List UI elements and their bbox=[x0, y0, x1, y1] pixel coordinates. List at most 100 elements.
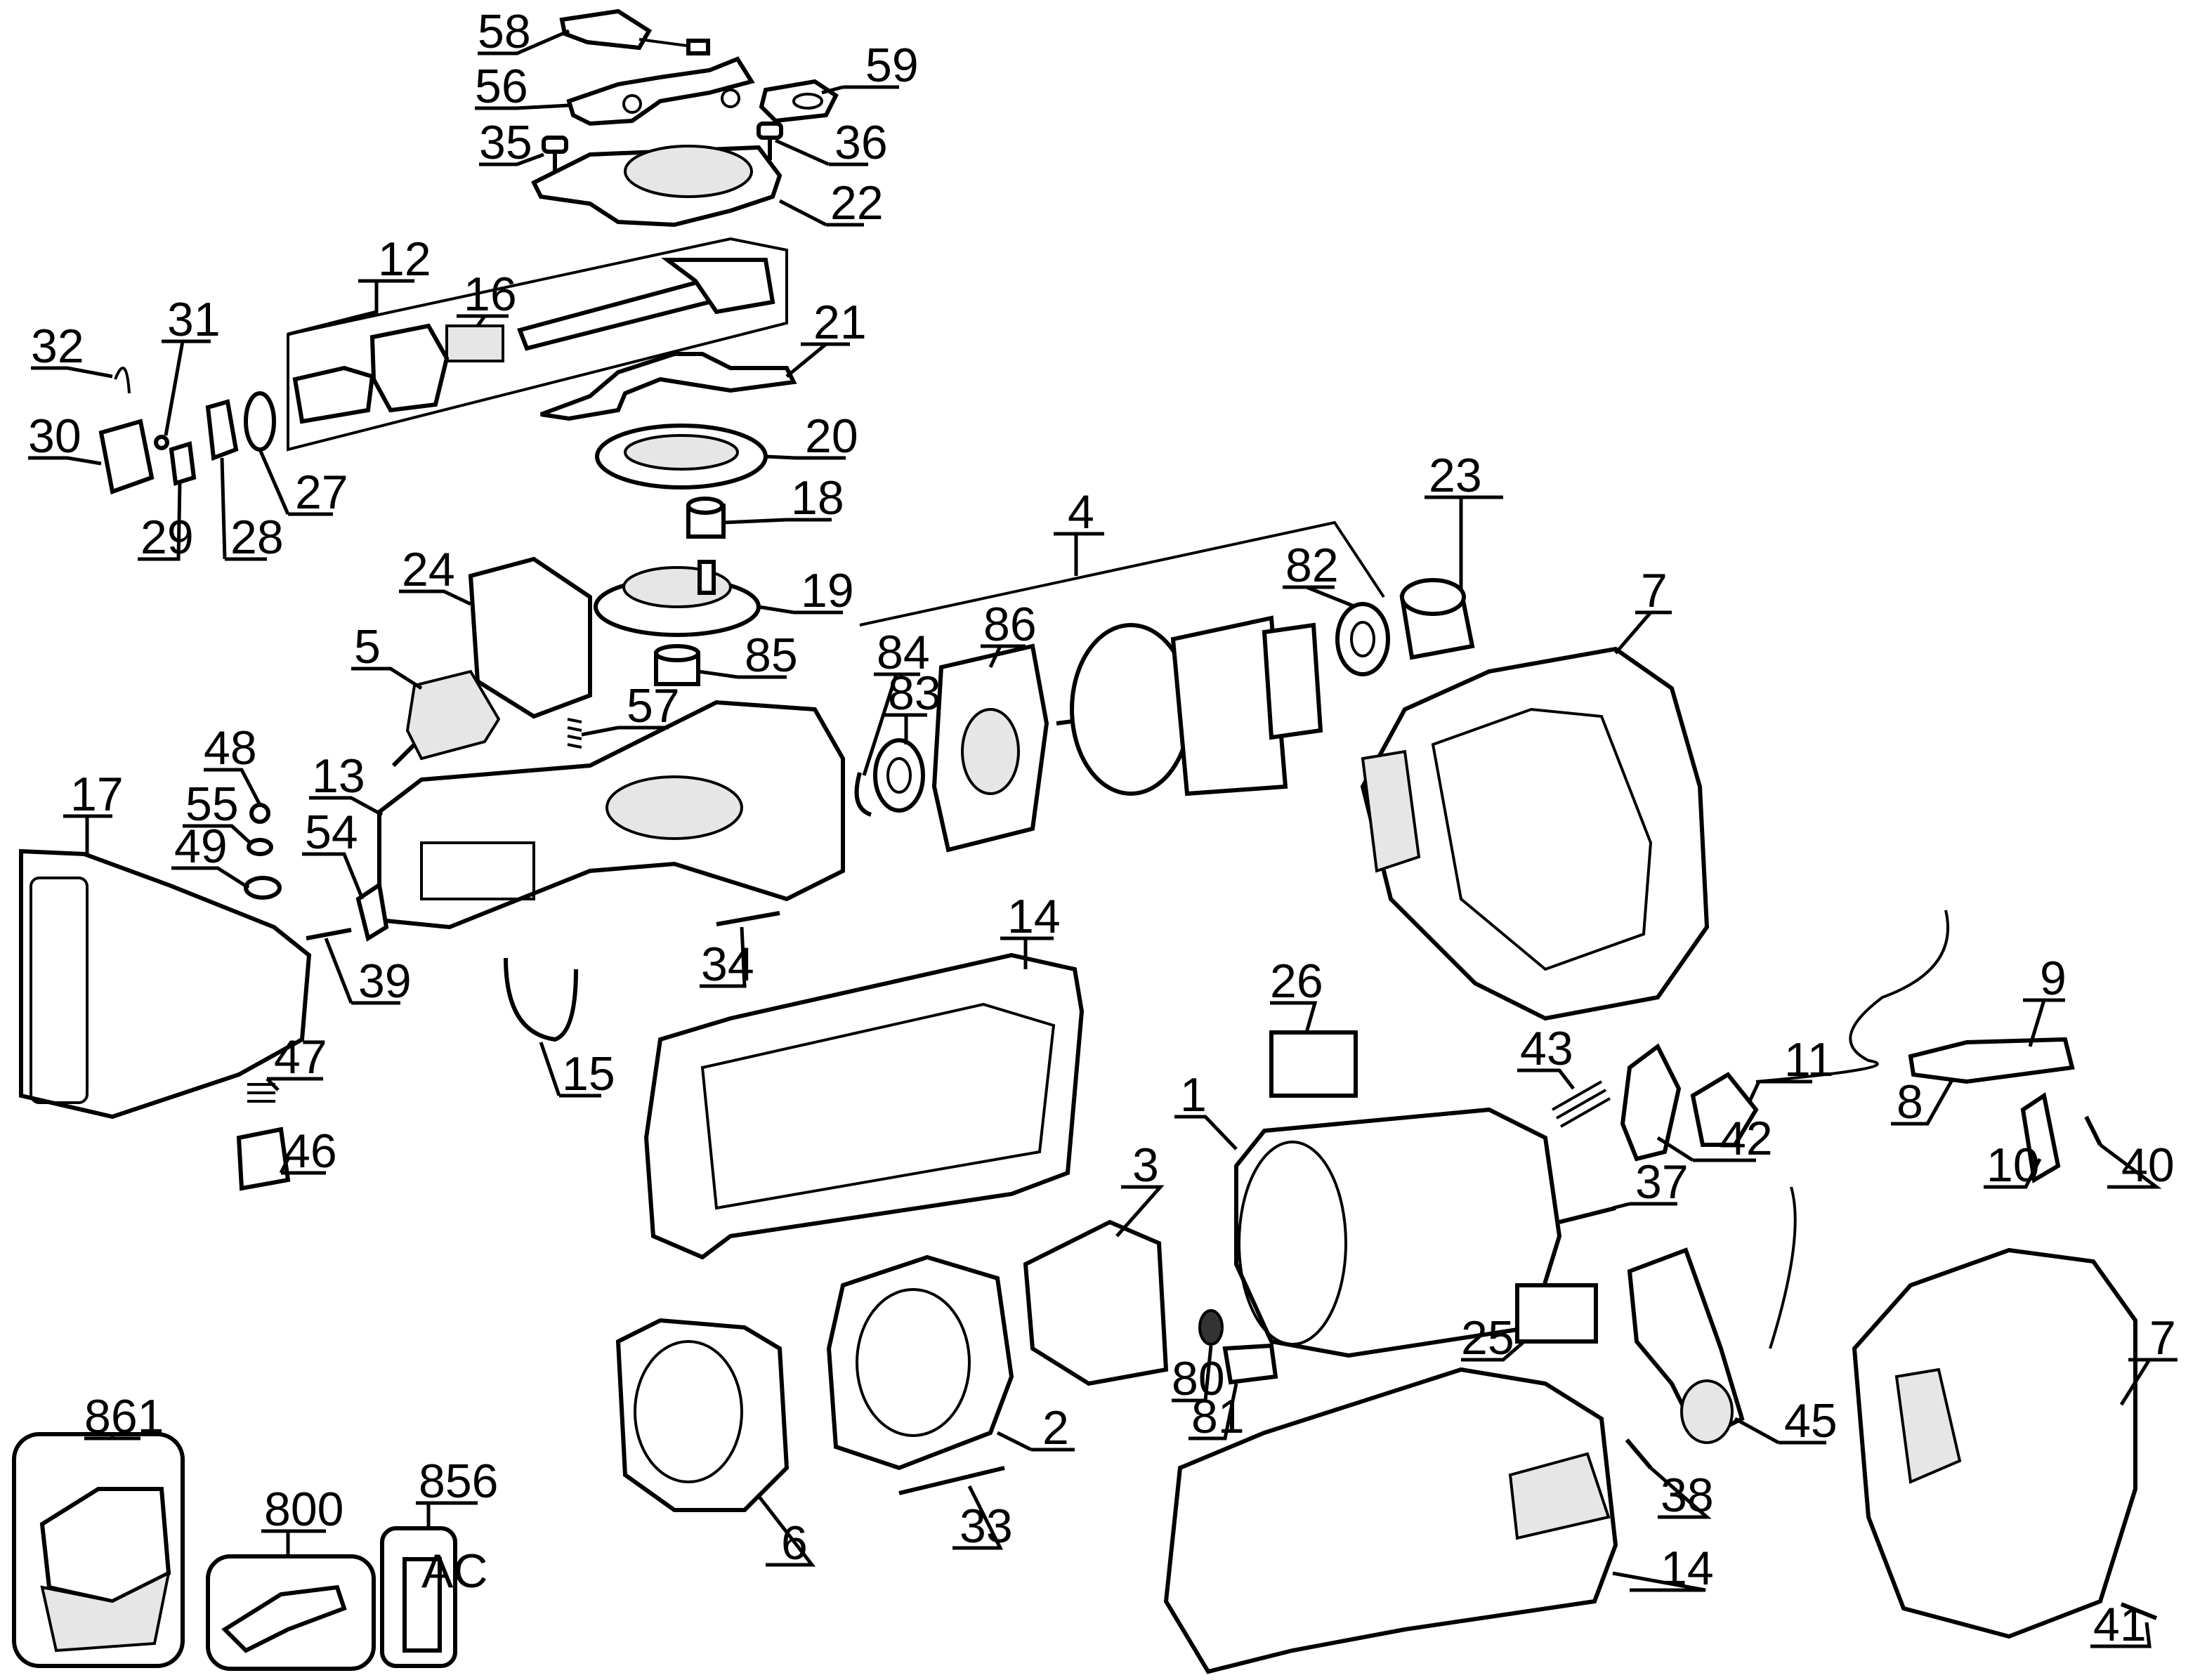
part-57-spring bbox=[567, 718, 582, 749]
callout-43: 43 bbox=[1520, 1022, 1573, 1075]
callout-29: 29 bbox=[140, 511, 194, 564]
callout-86: 86 bbox=[983, 598, 1037, 651]
part-17-housing bbox=[19, 848, 312, 1120]
callout-30: 30 bbox=[28, 409, 81, 463]
part-54-plate bbox=[355, 881, 389, 942]
part-10-clamp bbox=[2020, 1092, 2061, 1183]
callout-33: 33 bbox=[960, 1499, 1013, 1553]
part-23-bushing bbox=[1399, 578, 1475, 660]
part-6-baffle bbox=[615, 1318, 790, 1512]
callout-54: 54 bbox=[305, 806, 358, 859]
callout-81: 81 bbox=[1191, 1390, 1245, 1443]
part-32-pin bbox=[114, 367, 131, 394]
callout-84: 84 bbox=[877, 626, 930, 679]
callout-46: 46 bbox=[284, 1124, 337, 1178]
callout-1: 1 bbox=[1180, 1068, 1207, 1122]
part-82-bearing bbox=[1335, 602, 1390, 676]
part-55-washer bbox=[247, 838, 273, 856]
part-9-cord bbox=[1755, 910, 1950, 1083]
part-8-protector bbox=[1908, 1037, 2075, 1084]
part-12-rod bbox=[517, 258, 775, 351]
callout-14-upper: 14 bbox=[1007, 890, 1061, 943]
callout-39: 39 bbox=[358, 954, 412, 1008]
group-4-bracket bbox=[859, 520, 1385, 626]
callout-10: 10 bbox=[1986, 1138, 2040, 1192]
callout-15: 15 bbox=[562, 1047, 615, 1101]
callout-58: 58 bbox=[478, 5, 531, 58]
part-49-washer bbox=[244, 876, 282, 900]
part-11-switch bbox=[1690, 1072, 1759, 1147]
callout-80: 80 bbox=[1172, 1352, 1225, 1405]
callout-7-front: 7 bbox=[2149, 1311, 2176, 1365]
part-47-spring bbox=[247, 1083, 275, 1103]
part-25-label bbox=[1515, 1283, 1598, 1344]
part-59-clip bbox=[759, 79, 839, 124]
part-40-screw bbox=[2084, 1115, 2102, 1146]
callout-85: 85 bbox=[745, 629, 798, 682]
part-14-housing-front bbox=[1163, 1367, 1618, 1674]
part-22-plate bbox=[530, 145, 782, 228]
callout-36: 36 bbox=[834, 116, 888, 169]
part-3-brushholder bbox=[1023, 1219, 1169, 1386]
callout-47: 47 bbox=[274, 1030, 327, 1084]
part-38-screw bbox=[1625, 1438, 1653, 1469]
callout-42: 42 bbox=[1720, 1112, 1773, 1165]
part-24-seal bbox=[468, 556, 592, 719]
part-80-spring bbox=[1198, 1309, 1224, 1346]
part-37-screw bbox=[1559, 1206, 1616, 1224]
callout-800: 800 bbox=[264, 1483, 343, 1536]
accessory-800-box bbox=[206, 1554, 376, 1671]
callout-35: 35 bbox=[479, 116, 532, 169]
part-18-bushing bbox=[686, 497, 726, 539]
part-39-screw bbox=[306, 928, 352, 940]
part-7-housing-rear bbox=[1360, 646, 1710, 1021]
parts-artwork bbox=[19, 8, 2158, 1674]
callout-23: 23 bbox=[1429, 449, 1482, 502]
callout-3: 3 bbox=[1132, 1138, 1159, 1192]
callout-14-lower: 14 bbox=[1661, 1542, 1714, 1595]
part-20-ring bbox=[595, 424, 768, 490]
part-48-screw bbox=[249, 803, 270, 824]
part-26-label bbox=[1269, 1030, 1358, 1098]
callout-13: 13 bbox=[312, 749, 365, 803]
callout-28: 28 bbox=[230, 511, 284, 564]
leader-lines bbox=[28, 29, 2177, 1648]
callout-2: 2 bbox=[1042, 1401, 1069, 1455]
part-33-screw bbox=[898, 1466, 1005, 1495]
callout-48: 48 bbox=[204, 721, 257, 775]
callout-45: 45 bbox=[1784, 1394, 1838, 1448]
part-15-bracket bbox=[504, 957, 578, 1042]
callout-19: 19 bbox=[801, 564, 854, 617]
callout-32: 32 bbox=[31, 320, 84, 373]
callout-24: 24 bbox=[402, 543, 455, 596]
callout-57: 57 bbox=[627, 679, 680, 733]
callout-16: 16 bbox=[464, 268, 517, 321]
part-30-clamp bbox=[98, 419, 155, 495]
kit-label-text: AC bbox=[421, 1544, 487, 1598]
callout-labels: 58 59 56 35 36 22 12 16 21 32 31 30 20 2… bbox=[28, 5, 2176, 1651]
callout-82: 82 bbox=[1285, 539, 1339, 592]
callout-4: 4 bbox=[1068, 485, 1094, 539]
callout-83: 83 bbox=[888, 667, 941, 720]
part-27-oring bbox=[244, 391, 276, 452]
part-14-housing-left bbox=[643, 952, 1085, 1260]
group-12-bracket bbox=[287, 237, 788, 452]
callout-6: 6 bbox=[781, 1516, 808, 1570]
part-21-gasket bbox=[539, 352, 797, 421]
part-28-block bbox=[205, 399, 239, 461]
callout-34: 34 bbox=[701, 938, 754, 991]
callout-5: 5 bbox=[354, 620, 381, 674]
callout-27: 27 bbox=[295, 466, 348, 519]
part-4-armature bbox=[1056, 615, 1323, 796]
part-2-field bbox=[826, 1254, 1014, 1471]
part-84-ring bbox=[854, 772, 872, 817]
part-16-block bbox=[445, 324, 504, 362]
part-58-lever bbox=[559, 8, 710, 55]
callout-20: 20 bbox=[805, 409, 858, 463]
part-83-bearing bbox=[873, 738, 925, 813]
callout-41: 41 bbox=[2093, 1598, 2147, 1651]
callout-38: 38 bbox=[1661, 1469, 1714, 1522]
callout-49: 49 bbox=[174, 820, 228, 873]
callout-40: 40 bbox=[2121, 1138, 2175, 1192]
